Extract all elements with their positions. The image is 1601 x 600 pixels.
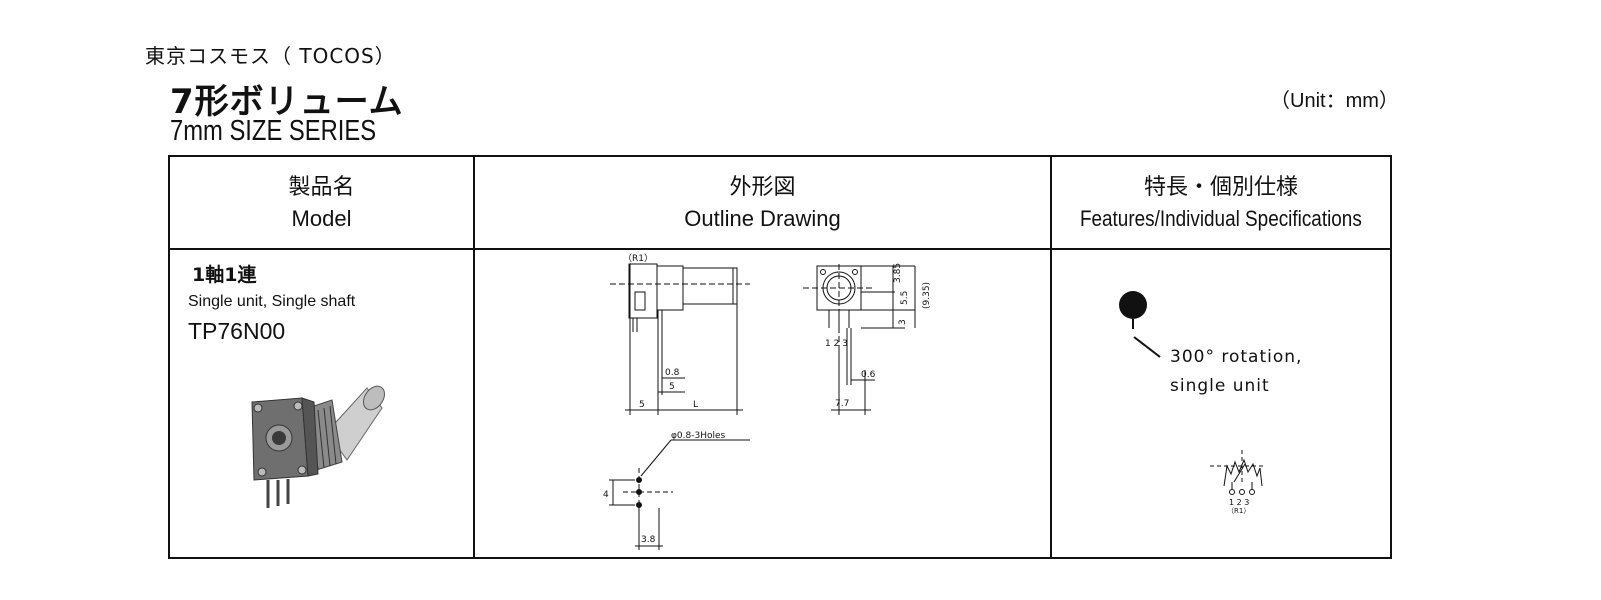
column-header-model-jp: 製品名	[288, 173, 355, 199]
features-line-2: single unit	[1170, 376, 1270, 396]
column-header-model: 製品名 Model	[168, 155, 475, 250]
label-r1: （R1）	[623, 253, 653, 264]
header-row: 製品名 Model 外形図 Outline Drawing 特長・個別仕様 Fe…	[168, 155, 1392, 250]
label-holes: φ0.8-3Holes	[671, 431, 726, 441]
outline-drawing-cell: （R1） 0.8	[473, 248, 1052, 559]
product-photo	[251, 385, 385, 508]
label-pins: 1 2 3	[825, 339, 848, 349]
model-type-en: Single unit, Single shaft	[188, 293, 356, 310]
column-header-outline: 外形図 Outline Drawing	[473, 155, 1052, 250]
spec-table: 製品名 Model 外形図 Outline Drawing 特長・個別仕様 Fe…	[168, 155, 1392, 559]
front-view: 1 2 3 3.85 5.5 3 (9.35)	[803, 263, 932, 415]
model-cell: 1軸1連 Single unit, Single shaft TP76N00	[168, 248, 475, 559]
label-5-5: 5.5	[900, 291, 910, 305]
column-header-features-en: Features/Individual Specifications	[1052, 203, 1390, 235]
label-9-35: (9.35)	[922, 282, 932, 309]
column-header-features-en-text: Features/Individual Specifications	[1080, 205, 1362, 231]
rotation-indicator	[1119, 291, 1161, 358]
label-0-6: 0.6	[861, 370, 876, 380]
label-0-8: 0.8	[665, 368, 680, 378]
pcb-hole-pattern: φ0.8-3Holes 4	[603, 431, 750, 550]
features-cell: 300° rotation, single unit 1 2 3 （R1）	[1050, 248, 1392, 559]
label-5a: 5	[669, 382, 675, 392]
schematic-r1: （R1）	[1227, 507, 1250, 515]
label-l: L	[693, 400, 698, 410]
label-3-85: 3.85	[893, 263, 903, 283]
column-header-features-jp: 特長・個別仕様	[1143, 173, 1298, 199]
label-3: 3	[898, 319, 908, 325]
series-title-jp: 7形ボリューム	[170, 82, 404, 122]
column-header-model-en: Model	[291, 205, 352, 231]
column-header-outline-en: Outline Drawing	[684, 205, 841, 231]
side-view: （R1） 0.8	[610, 253, 750, 415]
schematic-pins: 1 2 3	[1229, 498, 1249, 507]
model-type-jp: 1軸1連	[192, 264, 257, 286]
label-7-7: 7.7	[835, 399, 849, 409]
features-text: 300° rotation, single unit	[1170, 343, 1302, 401]
column-header-outline-jp: 外形図	[729, 173, 796, 199]
series-title-en: 7mm SIZE SERIES	[170, 115, 377, 147]
model-number: TP76N00	[188, 318, 286, 344]
features-line-1: 300° rotation,	[1170, 347, 1303, 367]
label-5b: 5	[639, 400, 645, 410]
label-3-8: 3.8	[641, 535, 656, 545]
outline-drawing: （R1） 0.8	[603, 253, 932, 550]
label-4: 4	[603, 490, 609, 500]
table-row: 1軸1連 Single unit, Single shaft TP76N00	[168, 248, 1392, 559]
column-header-features: 特長・個別仕様 Features/Individual Specificatio…	[1050, 155, 1392, 250]
manufacturer-name: 東京コスモス（ TOCOS）	[145, 44, 396, 68]
unit-note: （Unit：mm）	[1270, 90, 1399, 112]
resistor-schematic-icon: 1 2 3 （R1）	[1210, 450, 1266, 515]
